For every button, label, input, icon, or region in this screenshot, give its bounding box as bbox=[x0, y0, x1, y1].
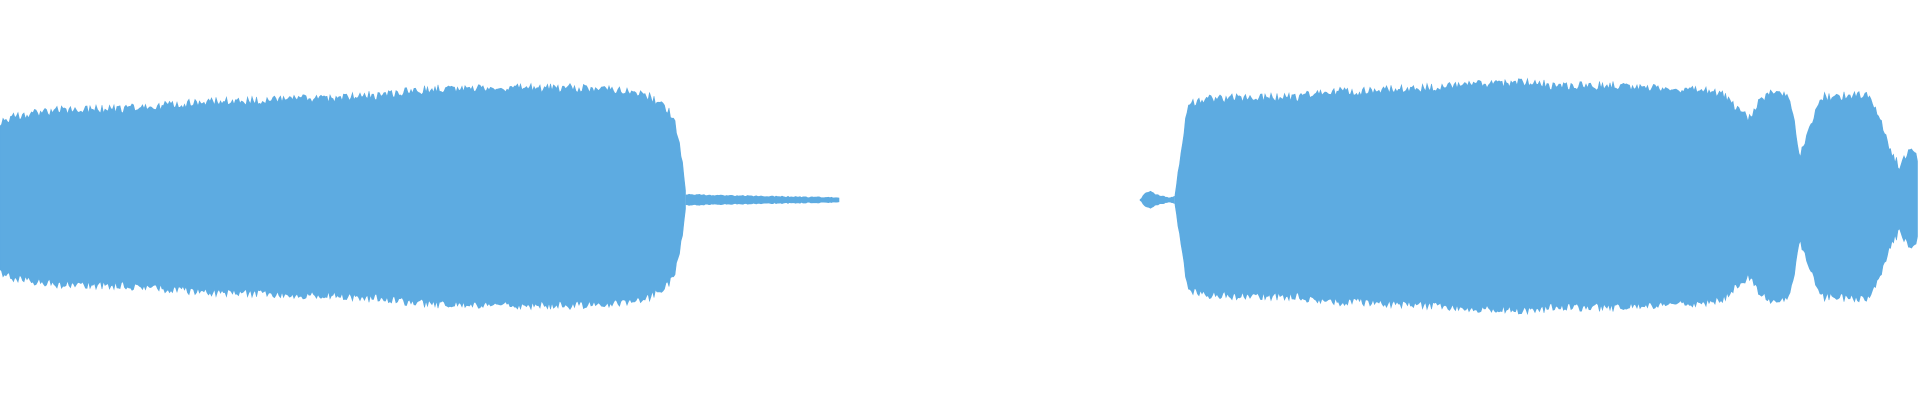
waveform-blip bbox=[1139, 190, 1175, 209]
waveform-tail-noise-1 bbox=[685, 193, 840, 206]
waveform-clip-1 bbox=[0, 82, 686, 311]
waveform-clip-2 bbox=[1174, 77, 1918, 316]
